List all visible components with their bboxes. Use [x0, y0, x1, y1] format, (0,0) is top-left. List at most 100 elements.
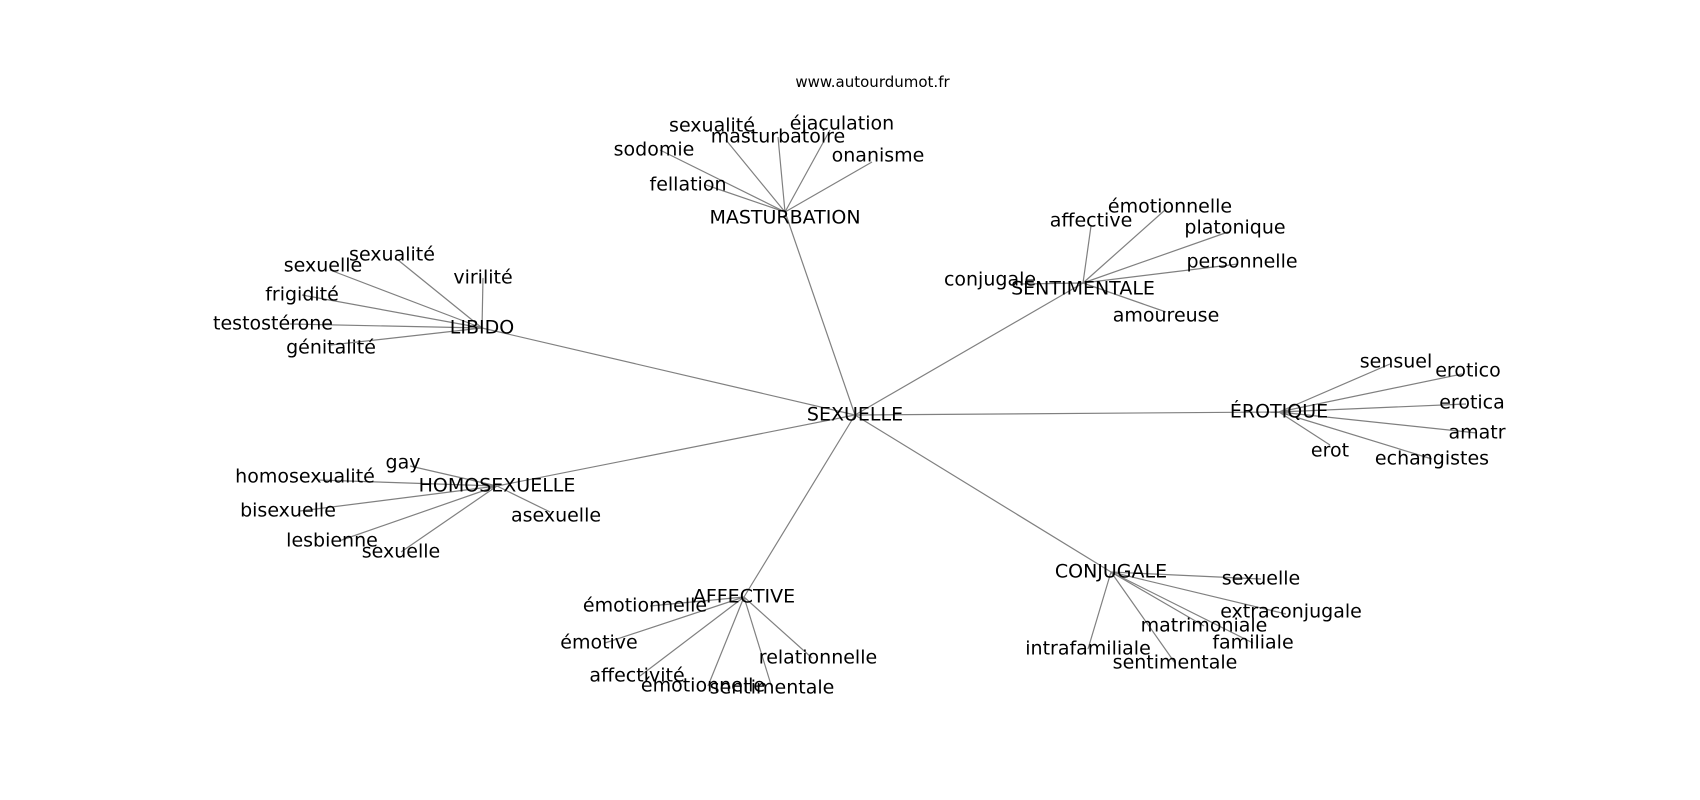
leaf-node: asexuelle — [510, 504, 602, 527]
edge-hub-to-leaf — [743, 596, 773, 689]
edge-center-to-hub — [496, 414, 856, 487]
leaf-node: sexuelle — [283, 254, 363, 277]
leaf-node: personnelle — [1186, 250, 1298, 273]
edge-center-to-hub — [743, 414, 856, 598]
edge-hub-to-leaf — [1278, 411, 1433, 460]
edge-hub-to-leaf — [317, 479, 498, 487]
leaf-node: familiale — [1212, 631, 1294, 654]
leaf-node: sodomie — [613, 138, 695, 161]
leaf-node: onanisme — [831, 144, 925, 167]
edge-hub-to-leaf — [659, 149, 786, 213]
leaf-node: echangistes — [1374, 447, 1490, 470]
edge-hub-to-leaf — [1082, 263, 1239, 284]
edge-hub-to-leaf — [1278, 363, 1391, 413]
edge-center-to-hub — [854, 414, 1112, 573]
leaf-node: erotico — [1435, 359, 1501, 382]
hub-node: CONJUGALE — [1054, 560, 1168, 583]
edge-hub-to-leaf — [1110, 571, 1176, 664]
leaf-node: frigidité — [265, 283, 339, 306]
leaf-node: affectivité — [589, 664, 685, 687]
leaf-node: génitalité — [286, 336, 376, 359]
edge-hub-to-leaf — [338, 485, 498, 542]
leaf-node: lesbienne — [286, 529, 378, 552]
leaf-node: erot — [1310, 439, 1350, 462]
leaf-node: éjaculation — [789, 112, 895, 135]
edge-hub-to-leaf — [1110, 571, 1287, 615]
leaf-node: sexualité — [669, 114, 755, 137]
leaf-node: virilité — [453, 266, 513, 289]
edge-hub-to-leaf — [1082, 225, 1092, 284]
edge-hub-to-leaf — [649, 596, 745, 607]
edge-hub-to-leaf — [329, 269, 483, 329]
leaf-node: extraconjugale — [1220, 600, 1362, 623]
leaf-node: erotica — [1439, 391, 1505, 414]
hub-node: AFFECTIVE — [692, 585, 796, 608]
edge-hub-to-leaf — [784, 161, 873, 213]
leaf-node: conjugale — [943, 268, 1037, 291]
leaf-node: émotionnelle — [1107, 195, 1233, 218]
hub-node: ÉROTIQUE — [1229, 400, 1329, 423]
hub-node: HOMOSEXUELLE — [418, 474, 576, 497]
edge-hub-to-leaf — [743, 596, 813, 659]
leaf-node: émotionnelle — [640, 674, 766, 697]
hub-node: LIBIDO — [449, 316, 515, 339]
edge-hub-to-leaf — [496, 485, 551, 513]
leaf-node: sentimentale — [709, 676, 835, 699]
leaf-node: sexuelle — [361, 540, 441, 563]
edge-hub-to-leaf — [1278, 411, 1478, 434]
edge-center-to-hub — [854, 282, 1084, 416]
edge-hub-to-leaf — [400, 485, 498, 553]
edge-hub-to-leaf — [777, 136, 786, 213]
edge-hub-to-leaf — [1019, 282, 1084, 285]
leaf-node: sentimentale — [1112, 651, 1238, 674]
leaf-node: émotive — [560, 631, 638, 654]
edge-hub-to-leaf — [1110, 571, 1205, 627]
edge-hub-to-leaf — [409, 465, 498, 487]
edge-center-to-hub — [481, 327, 856, 416]
leaf-node: testostérone — [213, 312, 333, 335]
leaf-node: amatr — [1448, 421, 1506, 444]
edge-hub-to-leaf — [705, 184, 786, 213]
edge-hub-to-leaf — [1110, 571, 1262, 580]
leaf-node: bisexuelle — [240, 499, 336, 522]
leaf-node: relationnelle — [758, 646, 878, 669]
edge-hub-to-leaf — [639, 596, 745, 677]
edge-hub-to-leaf — [604, 596, 745, 644]
edge-hub-to-leaf — [784, 129, 831, 213]
leaf-node: matrimoniale — [1140, 614, 1268, 637]
edge-center-to-hub — [784, 211, 856, 416]
leaf-node: masturbatoire — [710, 125, 846, 148]
leaf-node: affective — [1049, 209, 1133, 232]
leaf-node: amoureuse — [1112, 304, 1220, 327]
leaf-node: gay — [385, 451, 421, 474]
edge-hub-to-leaf — [330, 327, 483, 346]
hub-node: MASTURBATION — [709, 206, 861, 229]
edge-hub-to-leaf — [301, 294, 483, 329]
leaf-node: sensuel — [1359, 350, 1433, 373]
edge-hub-to-leaf — [1110, 571, 1254, 644]
hub-node: SENTIMENTALE — [1011, 277, 1155, 300]
edge-hub-to-leaf — [299, 485, 498, 512]
edge-hub-to-leaf — [1278, 373, 1463, 413]
edge-hub-to-leaf — [1087, 571, 1112, 650]
edge-hub-to-leaf — [481, 277, 484, 329]
edge-hub-to-leaf — [289, 323, 483, 329]
edge-hub-to-leaf — [1278, 411, 1331, 446]
edge-hub-to-leaf — [707, 596, 745, 687]
edge-hub-to-leaf — [397, 259, 483, 329]
leaf-node: sexualité — [349, 243, 435, 266]
edge-hub-to-leaf — [1082, 231, 1229, 284]
leaf-node: émotionnelle — [582, 594, 708, 617]
center-node: SEXUELLE — [806, 403, 904, 426]
leaf-node: fellation — [649, 173, 727, 196]
edge-hub-to-leaf — [725, 139, 786, 213]
leaf-node: homosexualité — [235, 465, 375, 488]
edge-hub-to-leaf — [1082, 209, 1166, 284]
watermark: www.autourdumot.fr — [795, 73, 950, 91]
leaf-node: platonique — [1184, 216, 1286, 239]
leaf-node: sexuelle — [1221, 567, 1301, 590]
edge-center-to-hub — [854, 411, 1280, 416]
edge-hub-to-leaf — [1278, 403, 1467, 413]
